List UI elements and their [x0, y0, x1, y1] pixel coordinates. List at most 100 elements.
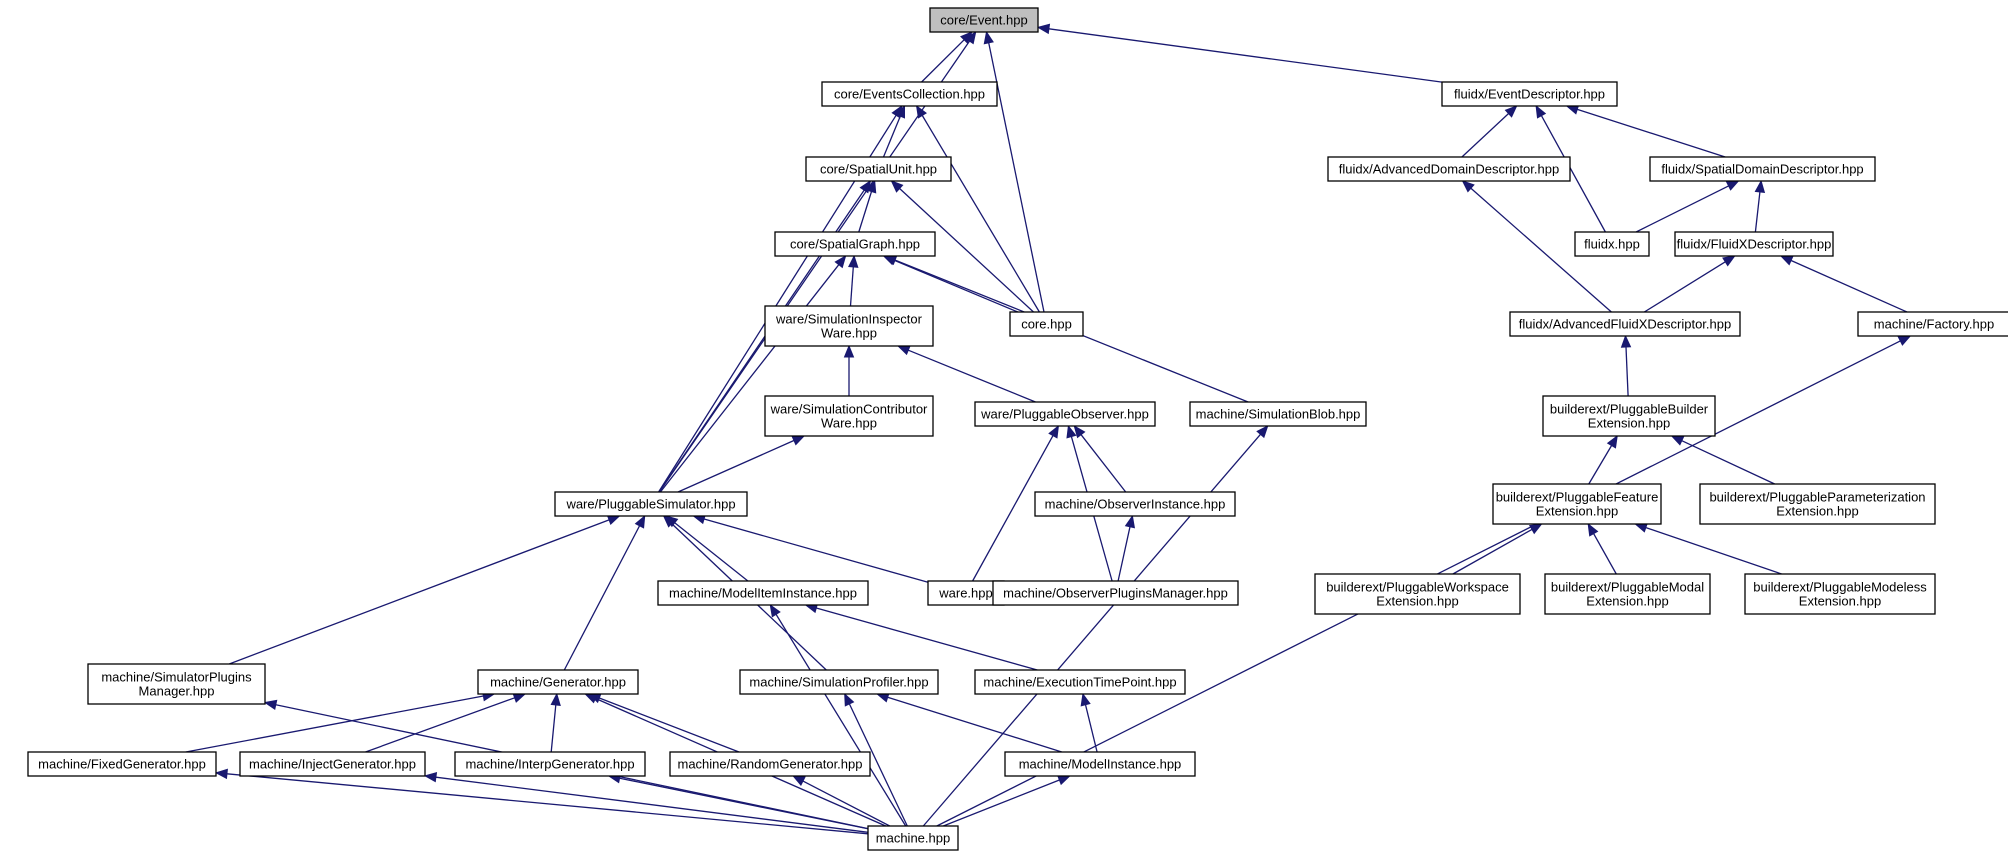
node-box[interactable]: [657, 580, 869, 606]
node-label: core/SpatialUnit.hpp: [820, 162, 937, 177]
node-generator[interactable]: machine/Generator.hpp: [477, 669, 639, 695]
node-observerinstance[interactable]: machine/ObserverInstance.hpp: [1034, 491, 1236, 517]
node-core_hpp[interactable]: core.hpp: [1009, 311, 1084, 337]
node-box[interactable]: [1492, 483, 1662, 525]
edge-line: [1790, 259, 1908, 313]
node-box[interactable]: [27, 751, 217, 777]
node-machine_hpp[interactable]: machine.hpp: [867, 825, 959, 851]
arrowhead-icon: [634, 514, 646, 529]
node-modelinstance[interactable]: machine/ModelInstance.hpp: [1004, 751, 1196, 777]
node-box[interactable]: [764, 395, 934, 437]
node-box[interactable]: [1509, 311, 1741, 337]
node-box[interactable]: [87, 663, 266, 705]
node-box[interactable]: [1189, 401, 1367, 427]
node-spatialgraph[interactable]: core/SpatialGraph.hpp: [774, 231, 936, 257]
node-box[interactable]: [1542, 395, 1716, 437]
edge-adv_domain-to-fluidx_ed: [1461, 105, 1518, 158]
node-box[interactable]: [477, 669, 639, 695]
edge-line: [1117, 526, 1131, 582]
node-box[interactable]: [867, 825, 959, 851]
node-box[interactable]: [929, 7, 1039, 33]
arrowhead-icon: [1754, 179, 1766, 193]
edge-pmodal-to-pfeature: [1587, 522, 1617, 575]
node-box[interactable]: [774, 231, 936, 257]
node-box[interactable]: [1744, 573, 1936, 615]
node-box[interactable]: [992, 580, 1239, 606]
node-box[interactable]: [1441, 81, 1618, 107]
edge-exectime-to-modelitem: [804, 603, 1038, 671]
node-fluidx_ed[interactable]: fluidx/EventDescriptor.hpp: [1441, 81, 1618, 107]
arrowhead-icon: [1504, 105, 1518, 118]
node-interpgen[interactable]: machine/InterpGenerator.hpp: [454, 751, 646, 777]
node-adv_domain[interactable]: fluidx/AdvancedDomainDescriptor.hpp: [1327, 156, 1571, 182]
node-spatial_domain[interactable]: fluidx/SpatialDomainDescriptor.hpp: [1649, 156, 1876, 182]
node-fluidx_hpp[interactable]: fluidx.hpp: [1574, 231, 1650, 257]
node-label: machine/Generator.hpp: [490, 675, 626, 690]
node-factory[interactable]: machine/Factory.hpp: [1857, 311, 2008, 337]
node-box[interactable]: [1574, 231, 1650, 257]
node-box[interactable]: [764, 305, 934, 347]
edge-line: [1754, 191, 1761, 233]
node-box[interactable]: [739, 669, 939, 695]
edge-line: [893, 259, 1019, 313]
node-box[interactable]: [1674, 231, 1834, 257]
node-box[interactable]: [1327, 156, 1571, 182]
node-box[interactable]: [805, 156, 952, 182]
node-pparam[interactable]: builderext/PluggableParameterizationExte…: [1699, 483, 1936, 525]
node-box[interactable]: [974, 401, 1156, 427]
node-pmodeless[interactable]: builderext/PluggableModelessExtension.hp…: [1744, 573, 1936, 615]
node-box[interactable]: [239, 751, 426, 777]
arrowhead-icon: [214, 768, 228, 780]
edge-line: [1645, 526, 1782, 575]
node-box[interactable]: [1004, 751, 1196, 777]
node-pworkspace[interactable]: builderext/PluggableWorkspaceExtension.h…: [1314, 573, 1521, 615]
node-box[interactable]: [1857, 311, 2008, 337]
node-box[interactable]: [1699, 483, 1936, 525]
node-box[interactable]: [1034, 491, 1236, 517]
node-box[interactable]: [1544, 573, 1711, 615]
edge-machine_hpp-to-modelinstance: [943, 775, 1071, 827]
node-pluggablesim[interactable]: ware/PluggableSimulator.hpp: [554, 491, 748, 517]
edge-simpluginsmgr-to-pluggablesim: [228, 515, 621, 665]
node-pluggableobserver[interactable]: ware/PluggableObserver.hpp: [974, 401, 1156, 427]
node-box[interactable]: [1314, 573, 1521, 615]
node-fluidxdesc[interactable]: fluidx/FluidXDescriptor.hpp: [1674, 231, 1834, 257]
node-box[interactable]: [1009, 311, 1084, 337]
node-adv_fluidx[interactable]: fluidx/AdvancedFluidXDescriptor.hpp: [1509, 311, 1741, 337]
node-box[interactable]: [454, 751, 646, 777]
edge-core_hpp-to-eventscoll: [915, 104, 1040, 313]
edge-line: [677, 439, 795, 493]
node-box[interactable]: [821, 81, 998, 107]
node-fixedgen[interactable]: machine/FixedGenerator.hpp: [27, 751, 217, 777]
node-box[interactable]: [669, 751, 871, 777]
edge-line: [703, 518, 929, 583]
node-exectime[interactable]: machine/ExecutionTimePoint.hpp: [974, 669, 1186, 695]
node-obspluginsmgr[interactable]: machine/ObserverPluginsManager.hpp: [992, 580, 1239, 606]
edge-obspluginsmgr-to-observerinstance: [1117, 514, 1136, 582]
node-spatialunit[interactable]: core/SpatialUnit.hpp: [805, 156, 952, 182]
node-event[interactable]: core/Event.hpp: [929, 7, 1039, 33]
node-injectgen[interactable]: machine/InjectGenerator.hpp: [239, 751, 426, 777]
node-box[interactable]: [554, 491, 748, 517]
node-simblob[interactable]: machine/SimulationBlob.hpp: [1189, 401, 1367, 427]
node-label: machine/SimulationProfiler.hpp: [749, 675, 928, 690]
node-label: builderext/PluggableModeless: [1753, 580, 1927, 595]
node-label: ware/SimulationInspector: [775, 312, 923, 327]
edge-line: [1048, 28, 1443, 83]
node-box[interactable]: [1649, 156, 1876, 182]
arrowhead-icon: [662, 515, 676, 528]
node-eventscoll[interactable]: core/EventsCollection.hpp: [821, 81, 998, 107]
arrowhead-icon: [1606, 434, 1618, 449]
node-box[interactable]: [974, 669, 1186, 695]
arrowhead-icon: [1725, 180, 1740, 191]
node-modelitem[interactable]: machine/ModelItemInstance.hpp: [657, 580, 869, 606]
node-label: ware/SimulationContributor: [770, 402, 928, 417]
node-randomgen[interactable]: machine/RandomGenerator.hpp: [669, 751, 871, 777]
node-simprofiler[interactable]: machine/SimulationProfiler.hpp: [739, 669, 939, 695]
